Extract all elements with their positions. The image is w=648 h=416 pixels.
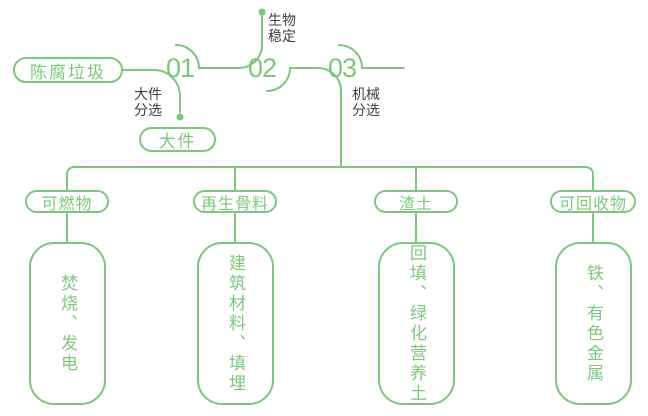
category-label: 可燃物 (41, 195, 93, 213)
source-pill: 陈腐垃圾 (13, 57, 123, 83)
result-text: 回填、绿化营养土 (407, 243, 426, 404)
result-box-combustibles: 焚烧、发电 (29, 242, 106, 405)
step-number-03: 03 (327, 52, 357, 83)
category-pill-slag-soil: 渣土 (374, 190, 458, 213)
category-pill-combustibles: 可燃物 (25, 190, 109, 213)
result-box-slag-soil: 回填、绿化营养土 (378, 242, 455, 405)
line-step2-bio-stub (238, 15, 263, 69)
step-number-02: 02 (247, 52, 277, 83)
step-label-bio-stabilization: 生物 稳定 (268, 12, 296, 44)
bulky-output-label: 大件 (158, 132, 197, 151)
category-label: 渣土 (398, 195, 433, 213)
step-label-mechanical-sorting: 机械 分选 (352, 86, 380, 118)
line-step3-drop (317, 67, 342, 168)
bio-dot (258, 8, 266, 16)
line-source-to-step1 (122, 69, 181, 113)
result-box-recyclables: 铁、有色金属 (555, 242, 632, 405)
line-step1-to-step2 (175, 44, 240, 69)
category-pill-recyclables: 可回收物 (550, 190, 636, 213)
result-text: 焚烧、发电 (58, 273, 77, 374)
branch-bar (66, 166, 594, 191)
step-label-bulky-sorting: 大件 分选 (134, 86, 162, 118)
result-text: 铁、有色金属 (584, 263, 603, 384)
source-label: 陈腐垃圾 (30, 62, 106, 82)
result-text: 建筑材料、填埋 (226, 253, 245, 394)
line-step2-to-step3 (266, 67, 319, 92)
category-label: 可回收物 (558, 195, 627, 213)
step-number-01: 01 (165, 52, 195, 83)
bulky-dot (176, 113, 184, 121)
bulky-output-pill: 大件 (139, 127, 216, 152)
result-box-recycled-aggregate: 建筑材料、填埋 (197, 242, 274, 405)
category-pill-recycled-aggregate: 再生骨料 (193, 190, 277, 213)
category-label: 再生骨料 (200, 195, 269, 213)
line-step3-tail (338, 44, 405, 69)
